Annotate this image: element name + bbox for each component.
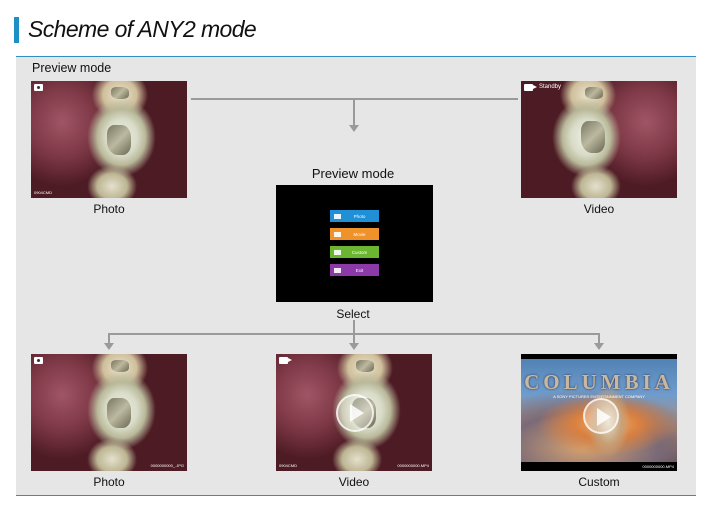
preview-video-thumbnail: Standby bbox=[521, 81, 677, 198]
camera-icon bbox=[34, 357, 43, 364]
custom-subtitle: A SONY PICTURES ENTERTAINMENT COMPANY bbox=[553, 394, 645, 399]
caption-playback-photo: Photo bbox=[93, 475, 125, 489]
video-camera-icon bbox=[279, 357, 292, 364]
title-accent-bar bbox=[14, 17, 19, 43]
preview-photo-thumbnail: 0904CMD bbox=[31, 81, 187, 198]
bottom-arrowhead-left bbox=[104, 343, 114, 350]
video-status-text: Standby bbox=[539, 84, 562, 90]
video-camera-icon bbox=[524, 84, 537, 91]
movie-icon bbox=[334, 231, 341, 237]
playback-photo-thumbnail: 0000000000_.JPG bbox=[31, 354, 187, 471]
caption-playback-custom: Custom bbox=[578, 475, 620, 489]
playback-custom-thumbnail: COLUMBIA A SONY PICTURES ENTERTAINMENT C… bbox=[521, 354, 677, 471]
photo-icon bbox=[334, 213, 341, 219]
bottom-arrowhead-right bbox=[594, 343, 604, 350]
bottom-drop-right bbox=[598, 334, 600, 344]
top-connector-vertical bbox=[353, 99, 355, 126]
bottom-arrowhead-center bbox=[349, 343, 359, 350]
bottom-drop-center bbox=[353, 334, 355, 344]
center-heading: Preview mode bbox=[311, 166, 395, 181]
photo-footer-text: 0904CMD bbox=[34, 190, 53, 195]
caption-preview-photo: Photo bbox=[93, 202, 125, 216]
page-title: Scheme of ANY2 mode bbox=[28, 16, 257, 42]
top-arrowhead bbox=[349, 125, 359, 132]
exit-runner-icon bbox=[334, 267, 341, 273]
bottom-drop-left bbox=[108, 334, 110, 344]
play-button[interactable] bbox=[583, 398, 619, 434]
custom-logo-text: COLUMBIA bbox=[524, 370, 674, 394]
menu-item-photo[interactable]: Photo bbox=[330, 210, 379, 222]
menu-item-exit[interactable]: Exit bbox=[330, 264, 379, 276]
caption-select: Select bbox=[336, 307, 370, 321]
video-filename: 0000000000.MP4 bbox=[397, 463, 429, 468]
caption-preview-video: Video bbox=[583, 202, 615, 216]
video-footer-text: 0904CMD bbox=[279, 463, 298, 468]
photo-filename: 0000000000_.JPG bbox=[150, 463, 184, 468]
playback-video-thumbnail: 0904CMD 0000000000.MP4 bbox=[276, 354, 432, 471]
panel-label: Preview mode bbox=[32, 61, 112, 75]
custom-filename: 0000000000.MP4 bbox=[642, 464, 674, 469]
menu-item-movie[interactable]: Movie bbox=[330, 228, 379, 240]
custom-icon bbox=[334, 249, 341, 255]
play-button[interactable] bbox=[336, 394, 374, 432]
center-connector-vertical bbox=[353, 320, 355, 334]
menu-item-custom[interactable]: Custom bbox=[330, 246, 379, 258]
camera-icon bbox=[34, 84, 43, 91]
caption-playback-video: Video bbox=[338, 475, 370, 489]
select-menu-screen: Photo Movie Custom Exit bbox=[276, 185, 433, 302]
